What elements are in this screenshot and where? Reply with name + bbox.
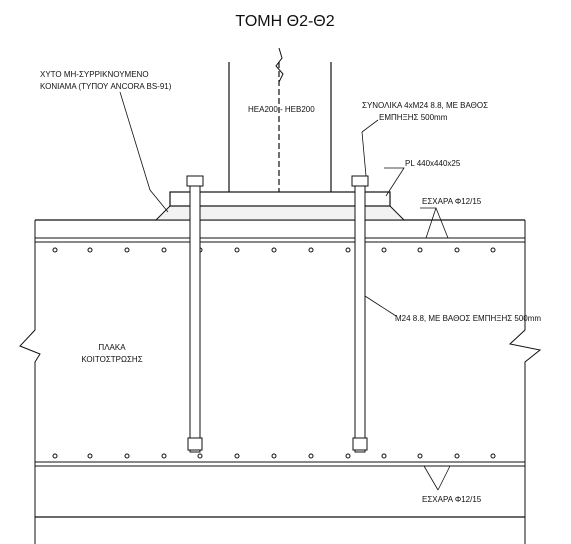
drawing-title: ΤΟΜΗ Θ2-Θ2 <box>235 13 334 30</box>
bolts-label-line1: ΣΥΝΟΛΙΚΑ 4xM24 8.8, ΜΕ ΒΑΘΟΣ <box>362 101 488 110</box>
anchor-bolt-right <box>351 175 369 453</box>
top-rebar-mesh <box>52 247 496 253</box>
grout-label-line2: ΚΟΝΙΑΜΑ (ΤΥΠΟΥ ANCORA BS-91) <box>40 82 172 91</box>
rebar-bottom-label: ΕΣΧΑΡΑ Φ12/15 <box>422 495 482 504</box>
bottom-rebar-mesh <box>52 453 496 459</box>
leader-lines <box>119 91 451 491</box>
steel-column <box>228 47 332 192</box>
rebar-top-label: ΕΣΧΑΡΑ Φ12/15 <box>422 197 482 206</box>
column-section-label: HEA200 - HEB200 <box>248 105 315 114</box>
bolt-spec-label: Μ24 8.8, ΜΕ ΒΑΘΟΣ ΕΜΠΗΞΗΣ 500mm <box>395 314 541 323</box>
slab-label-line1: ΠΛΑΚΑ <box>98 343 126 352</box>
bolts-label-line2: ΕΜΠΗΞΗΣ 500mm <box>379 113 448 122</box>
slab-label-line2: ΚΟΙΤΟΣΤΡΩΣΗΣ <box>81 355 142 364</box>
grout-label-line1: ΧΥΤΟ ΜΗ-ΣΥΡΡΙΚΝΟΥΜΕΝΟ <box>40 70 149 79</box>
base-plate-label: PL 440x440x25 <box>405 159 461 168</box>
anchor-bolt-left <box>186 175 204 453</box>
base-plate <box>169 191 391 207</box>
annotations: ΧΥΤΟ ΜΗ-ΣΥΡΡΙΚΝΟΥΜΕΝΟ ΚΟΝΙΑΜΑ (ΤΥΠΟΥ ANC… <box>40 70 541 504</box>
foundation-slab <box>19 219 542 544</box>
